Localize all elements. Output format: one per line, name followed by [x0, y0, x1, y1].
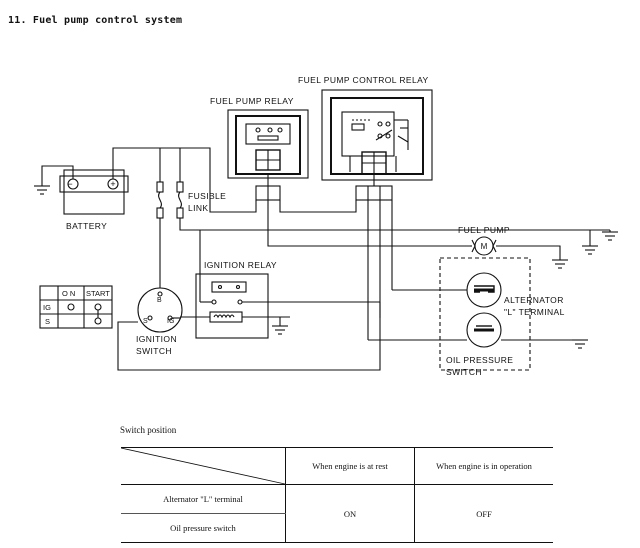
- ignition-relay: [195, 273, 269, 339]
- control-relay-connector: [355, 185, 393, 201]
- ign-row-s: S: [45, 317, 50, 326]
- switch-position-caption: Switch position: [120, 425, 177, 435]
- ign-row-ig: IG: [43, 303, 51, 312]
- term-ig: IG: [167, 318, 174, 325]
- fusible-link-label-1: FUSIBLE: [188, 191, 226, 201]
- header-rest: When engine is at rest: [285, 447, 415, 485]
- wiring-diagram: FUEL PUMP CONTROL RELAY FUEL PUMP RELAY …: [34, 75, 618, 377]
- alternator-l-terminal: [466, 272, 502, 308]
- fuel-pump: [470, 236, 540, 256]
- fuel-pump-relay-label: FUEL PUMP RELAY: [210, 96, 294, 106]
- battery: [59, 169, 129, 215]
- switch-position-table: When engine is at rest When engine is in…: [121, 447, 553, 543]
- fusible-link: [156, 181, 184, 219]
- ign-header-on: O N: [62, 289, 75, 298]
- fuel-pump-control-relay: [321, 89, 433, 181]
- oil-pressure-label-2: SWITCH: [446, 367, 482, 377]
- fuel-pump-label: FUEL PUMP: [458, 225, 510, 235]
- diagonal-divider: [121, 448, 285, 484]
- value-operation: OFF: [414, 484, 553, 543]
- ignition-relay-label: IGNITION RELAY: [204, 260, 277, 270]
- motor-symbol: M: [481, 242, 488, 251]
- ignition-switch-label-1: IGNITION: [136, 334, 177, 344]
- fuel-pump-control-relay-label: FUEL PUMP CONTROL RELAY: [298, 75, 429, 85]
- battery-plus: +: [110, 179, 115, 189]
- oil-pressure-switch: [466, 312, 502, 348]
- oil-pressure-label-1: OIL PRESSURE: [446, 355, 513, 365]
- sensor-group: [439, 257, 531, 371]
- ignition-position-table: [39, 285, 113, 329]
- term-s: S: [143, 318, 148, 325]
- battery-label: BATTERY: [66, 221, 107, 231]
- header-operation: When engine is in operation: [414, 447, 553, 485]
- battery-minus: −: [67, 179, 72, 189]
- page-title: 11. Fuel pump control system: [8, 15, 183, 26]
- row-alternator: Alternator "L" terminal: [121, 484, 286, 514]
- value-rest: ON: [285, 484, 415, 543]
- table-corner-cell: [121, 447, 286, 485]
- alternator-label-2: "L" TERMINAL: [504, 307, 565, 317]
- fusible-link-label-2: LINK: [188, 203, 209, 213]
- ignition-switch: [137, 287, 183, 333]
- row-oil-pressure: Oil pressure switch: [121, 513, 286, 543]
- fuel-pump-relay: [227, 109, 309, 179]
- term-b: B: [157, 297, 162, 304]
- ign-header-start: START: [86, 289, 110, 298]
- alternator-label-1: ALTERNATOR: [504, 295, 564, 305]
- ignition-switch-label-2: SWITCH: [136, 346, 172, 356]
